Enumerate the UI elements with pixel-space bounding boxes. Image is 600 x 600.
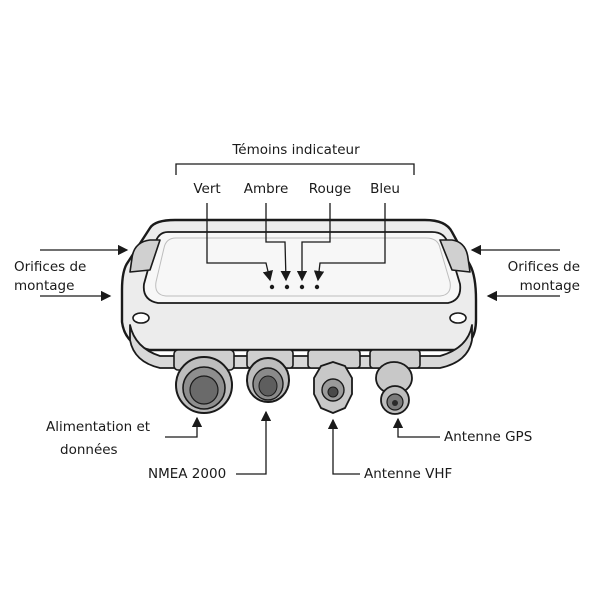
indicator-label-green: Vert bbox=[193, 181, 221, 197]
connector-power bbox=[173, 349, 235, 414]
connector-vhf bbox=[307, 349, 361, 414]
mounting-label-left-line2: montage bbox=[14, 278, 75, 294]
connector-label-vhf: Antenne VHF bbox=[364, 466, 453, 482]
mounting-label-left-line1: Orifices de bbox=[14, 259, 87, 275]
indicator-label-blue: Bleu bbox=[370, 181, 400, 197]
mounting-label-right-line1: Orifices de bbox=[507, 259, 580, 275]
indicator-title: Témoins indicateur bbox=[232, 142, 360, 158]
indicator-bracket bbox=[175, 163, 415, 175]
mounting-arrows bbox=[40, 244, 560, 302]
connector-label-nmea2000: NMEA 2000 bbox=[148, 466, 227, 482]
indicator-label-amber: Ambre bbox=[243, 181, 289, 197]
device-body bbox=[120, 218, 478, 369]
indicator-label-red: Rouge bbox=[308, 181, 352, 197]
mounting-label-right-line2: montage bbox=[519, 278, 580, 294]
connector-gps bbox=[369, 349, 421, 415]
connector-label-power-line1: Alimentation et bbox=[46, 419, 151, 435]
connector-label-power-line2: données bbox=[60, 442, 118, 458]
indicator-leaders bbox=[206, 203, 386, 282]
connector-leaders bbox=[165, 410, 440, 475]
connector-label-gps: Antenne GPS bbox=[444, 429, 533, 445]
connector-nmea2000 bbox=[246, 349, 294, 403]
